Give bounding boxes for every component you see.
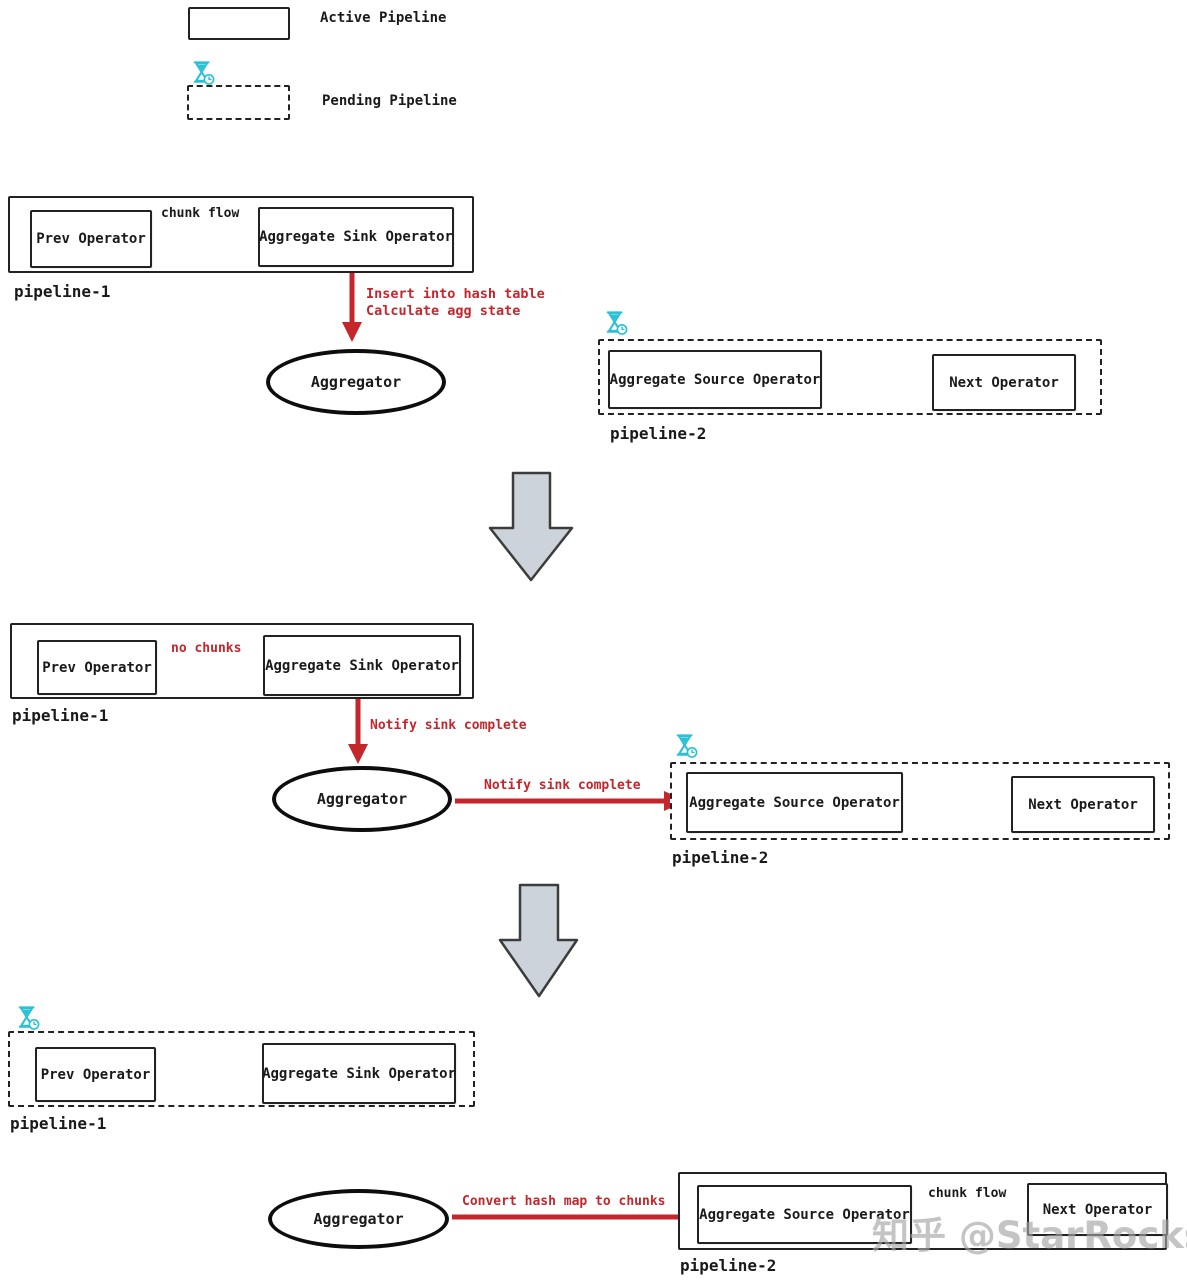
stage2-pipeline1-label: pipeline-1 — [12, 706, 109, 725]
stage3-chunk-flow-label: chunk flow — [928, 1186, 1007, 1201]
stage3-pipeline1-label: pipeline-1 — [10, 1114, 107, 1133]
stage1-pipeline2-label: pipeline-2 — [610, 424, 707, 443]
pending-hourglass-icon — [193, 61, 215, 85]
stage1-pipeline2-hourglass-icon — [606, 311, 628, 335]
stage2-next-operator: Next Operator — [1011, 776, 1155, 833]
stage2-aggregate-sink-operator: Aggregate Sink Operator — [263, 635, 461, 696]
stage1-insert-arrow — [342, 272, 362, 342]
stage3-convert-label: Convert hash map to chunks — [462, 1194, 666, 1209]
stage1-chunk-flow-label: chunk flow — [161, 206, 240, 221]
stage2-notify-down-label: Notify sink complete — [370, 718, 527, 733]
stage3-prev-operator: Prev Operator — [35, 1047, 156, 1102]
transition-arrow-2 — [498, 883, 579, 998]
stage2-pipeline2-label: pipeline-2 — [672, 848, 769, 867]
stage2-no-chunks-label: no chunks — [171, 641, 242, 656]
legend-active-swatch — [188, 7, 290, 40]
legend-pending-swatch — [187, 85, 290, 120]
stage3-convert-arrow — [452, 1207, 700, 1227]
stage2-notify-right-label: Notify sink complete — [484, 778, 641, 793]
stage1-insert-note: Insert into hash table Calculate agg sta… — [366, 286, 545, 320]
stage2-prev-operator: Prev Operator — [37, 640, 157, 695]
watermark: 知乎 @StarRocks — [872, 1214, 1187, 1257]
stage1-pipeline1-label: pipeline-1 — [14, 282, 111, 301]
stage2-aggregate-source-operator: Aggregate Source Operator — [686, 772, 903, 833]
stage3-pipeline2-label: pipeline-2 — [680, 1256, 777, 1275]
stage2-notify-down-arrow — [348, 697, 368, 764]
transition-arrow-1 — [488, 471, 574, 582]
stage1-insert-note-line2: Calculate agg state — [366, 303, 521, 319]
stage3-aggregate-sink-operator: Aggregate Sink Operator — [262, 1043, 456, 1104]
stage3-next-operator: Next Operator — [1027, 1183, 1168, 1236]
stage3-aggregator-ellipse: Aggregator — [268, 1189, 449, 1249]
stage2-pipeline2-hourglass-icon — [676, 734, 698, 758]
stage1-next-operator: Next Operator — [932, 354, 1076, 411]
stage3-pipeline1-hourglass-icon — [18, 1006, 40, 1030]
stage2-notify-right-arrow — [455, 791, 686, 811]
stage3-aggregate-source-operator: Aggregate Source Operator — [697, 1185, 912, 1244]
stage2-aggregator-ellipse: Aggregator — [272, 766, 452, 832]
stage1-insert-note-line1: Insert into hash table — [366, 286, 545, 302]
stage1-aggregator-ellipse: Aggregator — [266, 349, 446, 415]
stage1-aggregate-sink-operator: Aggregate Sink Operator — [258, 207, 454, 267]
legend-active-label: Active Pipeline — [320, 10, 447, 26]
stage1-aggregate-source-operator: Aggregate Source Operator — [608, 350, 822, 409]
stage1-prev-operator: Prev Operator — [30, 210, 152, 268]
legend-pending-label: Pending Pipeline — [322, 93, 457, 109]
